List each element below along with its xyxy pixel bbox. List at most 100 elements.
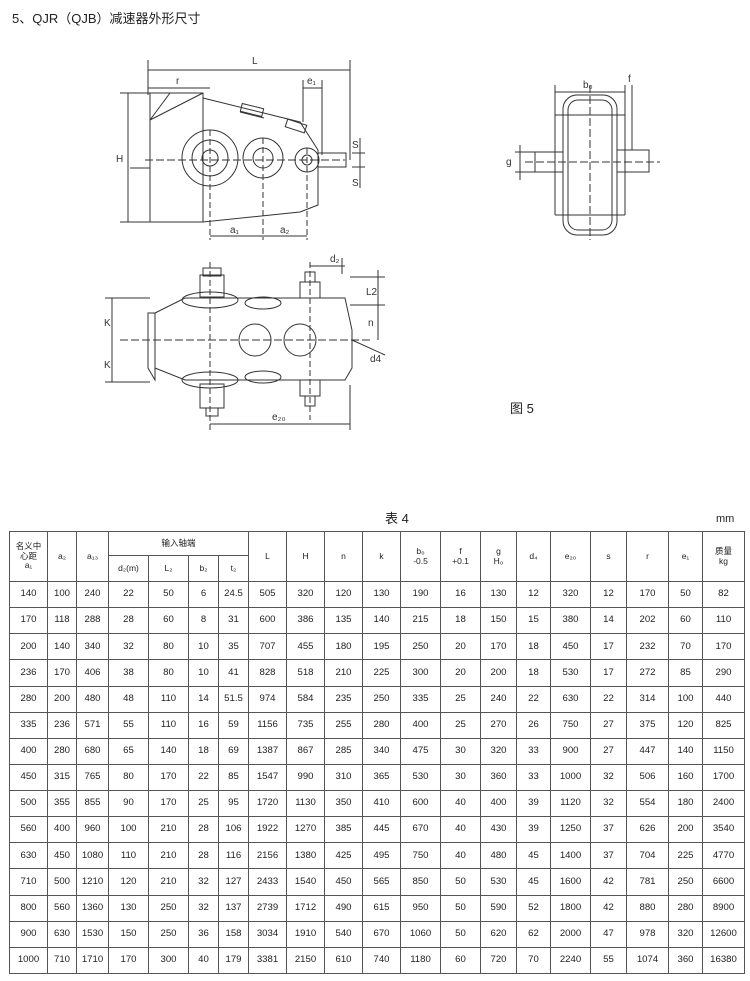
table-cell: 25 [440, 711, 482, 739]
header-d4: d₄ [516, 531, 552, 582]
table-cell: 250 [668, 868, 704, 896]
table-cell: 500 [47, 868, 77, 896]
table-cell: 630 [47, 920, 77, 948]
table-cell: 447 [626, 737, 670, 765]
table-cell: 170 [148, 763, 189, 792]
table-cell: 32 [108, 633, 149, 661]
table-cell: 60 [440, 946, 482, 975]
table-cell: 32 [188, 868, 219, 896]
table-cell: 1080 [76, 842, 109, 870]
table-cell: 210 [148, 816, 189, 844]
table-cell: 285 [324, 737, 364, 765]
table-cell: 28 [108, 607, 149, 635]
table-cell: 475 [400, 737, 442, 765]
table-cell: 20 [440, 659, 482, 687]
table-cell: 17 [590, 633, 628, 661]
table-cell: 1156 [248, 711, 288, 739]
table-cell: 2156 [248, 842, 288, 870]
table-cell: 240 [76, 580, 109, 609]
table-cell: 90 [108, 789, 149, 818]
table-cell: 280 [9, 685, 48, 713]
table-cell: 170 [702, 633, 746, 661]
label-b0: b₀ [583, 80, 593, 91]
table-cell: 18 [188, 737, 219, 765]
table-cell: 3540 [702, 816, 746, 844]
table-cell: 571 [76, 711, 109, 739]
table-cell: 51.5 [217, 685, 250, 713]
header-a2: a₂ [47, 531, 77, 582]
label-d4: d4 [370, 354, 382, 365]
page-title: 5、QJR（QJB）减速器外形尺寸 [12, 11, 201, 26]
table-cell: 828 [248, 659, 288, 687]
table-cell: 50 [440, 920, 482, 948]
table-cell: 40 [440, 842, 482, 870]
table-cell: 800 [9, 894, 48, 922]
table-cell: 170 [9, 607, 48, 635]
table-cell: 1074 [626, 946, 670, 975]
table-cell: 626 [626, 816, 670, 844]
table-cell: 37 [590, 842, 628, 870]
table-cell: 190 [400, 580, 442, 609]
table-cell: 506 [626, 763, 670, 792]
table-cell: 12 [590, 580, 628, 609]
table-cell: 386 [286, 607, 326, 635]
header-e1: e₁ [668, 531, 704, 582]
label-r: r [176, 76, 180, 87]
table-cell: 500 [9, 789, 48, 818]
table-cell: 250 [362, 685, 402, 713]
table-cell: 600 [400, 789, 442, 818]
table-cell: 2739 [248, 894, 288, 922]
table-cell: 280 [668, 894, 704, 922]
table-cell: 600 [248, 607, 288, 635]
table-cell: 406 [76, 659, 109, 687]
table-cell: 80 [108, 763, 149, 792]
table-cell: 15 [516, 607, 552, 635]
table-cell: 69 [217, 737, 250, 765]
table-cell: 490 [324, 894, 364, 922]
table-cell: 375 [626, 711, 670, 739]
table-cell: 410 [362, 789, 402, 818]
table-cell: 62 [516, 920, 552, 948]
table-cell: 110 [148, 685, 189, 713]
table-cell: 25 [440, 685, 482, 713]
table-cell: 288 [76, 607, 109, 635]
table-cell: 480 [480, 842, 518, 870]
table-cell: 1130 [286, 789, 326, 818]
table-cell: 610 [324, 946, 364, 975]
table-cell: 127 [217, 868, 250, 896]
table-cell: 60 [148, 607, 189, 635]
table-cell: 210 [148, 868, 189, 896]
table-cell: 140 [47, 633, 77, 661]
table-cell: 22 [590, 685, 628, 713]
table-cell: 365 [362, 763, 402, 792]
table-cell: 195 [362, 633, 402, 661]
table-cell: 2400 [702, 789, 746, 818]
table-cell: 450 [9, 763, 48, 792]
table-cell: 225 [362, 659, 402, 687]
table-cell: 750 [550, 711, 592, 739]
header-center-distance: 名义中 心距 a₁ [9, 531, 48, 582]
table-cell: 1120 [550, 789, 592, 818]
table-cell: 1250 [550, 816, 592, 844]
table-cell: 14 [590, 607, 628, 635]
table-cell: 130 [108, 894, 149, 922]
table-cell: 65 [108, 737, 149, 765]
table-cell: 530 [480, 868, 518, 896]
table-cell: 200 [47, 685, 77, 713]
table-cell: 135 [324, 607, 364, 635]
table-cell: 225 [668, 842, 704, 870]
label-K-top: K [104, 318, 111, 329]
table-cell: 32 [188, 894, 219, 922]
table-cell: 14 [188, 685, 219, 713]
table-cell: 310 [324, 763, 364, 792]
table-cell: 30 [440, 737, 482, 765]
table-cell: 22 [108, 580, 149, 609]
table-cell: 200 [480, 659, 518, 687]
